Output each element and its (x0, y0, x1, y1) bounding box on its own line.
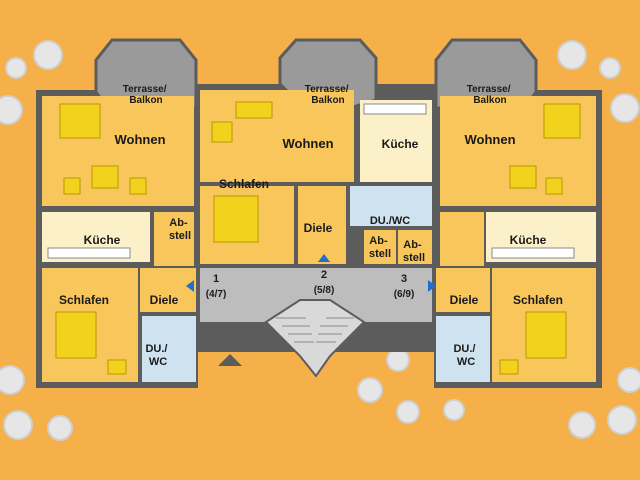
tree-icon (0, 365, 25, 395)
label-abstell-left: Ab- stell (169, 217, 191, 242)
chair-icon (107, 359, 127, 375)
label-wohnen-right: Wohnen (464, 132, 515, 147)
label-schlafen-center: Schlafen (219, 177, 269, 191)
entrance-units: (6/9) (394, 289, 415, 300)
tree-icon (386, 348, 410, 372)
room-diele-center (298, 186, 346, 264)
label-diele-left: Diele (150, 293, 179, 307)
labels: Terrasse/ Balkon Terrasse/ Balkon Terras… (59, 84, 563, 368)
tree-icon (599, 57, 621, 79)
furniture (55, 101, 581, 375)
label-kueche-center: Küche (382, 137, 419, 151)
sofa-icon (59, 103, 101, 139)
arrow-left-icon (186, 280, 194, 292)
label-duwc-center: DU./WC (370, 215, 410, 227)
entrance-number: 3 (401, 273, 407, 285)
tree-icon (443, 399, 465, 421)
tree-icon (33, 40, 63, 70)
room-abstell-center-a (364, 230, 396, 264)
room-abstell-center-b (398, 230, 432, 264)
tree-icon (5, 57, 27, 79)
label-kueche-left: Küche (84, 233, 121, 247)
tree-icon (557, 40, 587, 70)
bed-icon (213, 195, 259, 243)
arrow-up-icon (318, 254, 330, 262)
chair-icon (129, 177, 147, 195)
label-duwc-right: DU./ WC (453, 343, 478, 368)
room-diele-right (436, 268, 490, 312)
tree-icon (610, 93, 640, 123)
sofa-icon (543, 103, 581, 139)
tree-icon (607, 405, 637, 435)
label-wohnen-left: Wohnen (114, 132, 165, 147)
label-diele-right: Diele (450, 293, 479, 307)
entrance-arrow-icon (218, 354, 242, 366)
entrances: 1 (4/7) 2 (5/8) 3 (6/9) (186, 254, 436, 300)
entrance-units: (4/7) (206, 289, 227, 300)
chair-icon (63, 177, 81, 195)
bed-icon (525, 311, 567, 359)
label-schlafen-right: Schlafen (513, 293, 563, 307)
kitchen-counters (47, 103, 575, 259)
tree-icon (617, 367, 640, 393)
entrance-1: 1 (4/7) (186, 273, 226, 300)
bed-icon (55, 311, 97, 359)
room-duwc-left (142, 316, 196, 382)
entrance-number: 2 (321, 269, 327, 281)
label-diele-center: Diele (304, 221, 333, 235)
tree-icon (357, 377, 383, 403)
tree-decorations (0, 40, 640, 441)
label-abstell-center-a: Ab- stell (369, 235, 391, 260)
entrance-units: (5/8) (314, 285, 335, 296)
terrace-label-left: Terrasse/ Balkon (123, 84, 170, 106)
tree-icon (47, 415, 73, 441)
entrance-2: 2 (5/8) (314, 254, 335, 296)
tree-icon (568, 411, 596, 439)
tree-icon (3, 410, 33, 440)
room-abstell-left (154, 212, 194, 266)
entrance-number: 1 (213, 273, 219, 285)
chair-icon (499, 359, 519, 375)
label-abstell-center-b: Ab- stell (403, 239, 425, 264)
arrow-right-icon (428, 280, 436, 292)
room-abstell-right-wohnen (440, 212, 484, 266)
table-icon (509, 165, 537, 189)
entrance-3: 3 (6/9) (394, 273, 436, 300)
label-duwc-left: DU./ WC (145, 343, 170, 368)
staircase (264, 299, 366, 378)
terrace-label-center: Terrasse/ Balkon (305, 84, 352, 106)
table-icon (91, 165, 119, 189)
terrace-label-right: Terrasse/ Balkon (467, 84, 514, 106)
table-icon (211, 121, 233, 143)
label-schlafen-left: Schlafen (59, 293, 109, 307)
tree-icon (0, 95, 23, 125)
chair-icon (545, 177, 563, 195)
tree-icon (396, 400, 420, 424)
sofa-icon (235, 101, 273, 119)
label-kueche-right: Küche (510, 233, 547, 247)
room-duwc-center (350, 186, 432, 226)
label-wohnen-center: Wohnen (282, 136, 333, 151)
room-duwc-right (436, 316, 490, 382)
room-diele-left (140, 268, 196, 312)
